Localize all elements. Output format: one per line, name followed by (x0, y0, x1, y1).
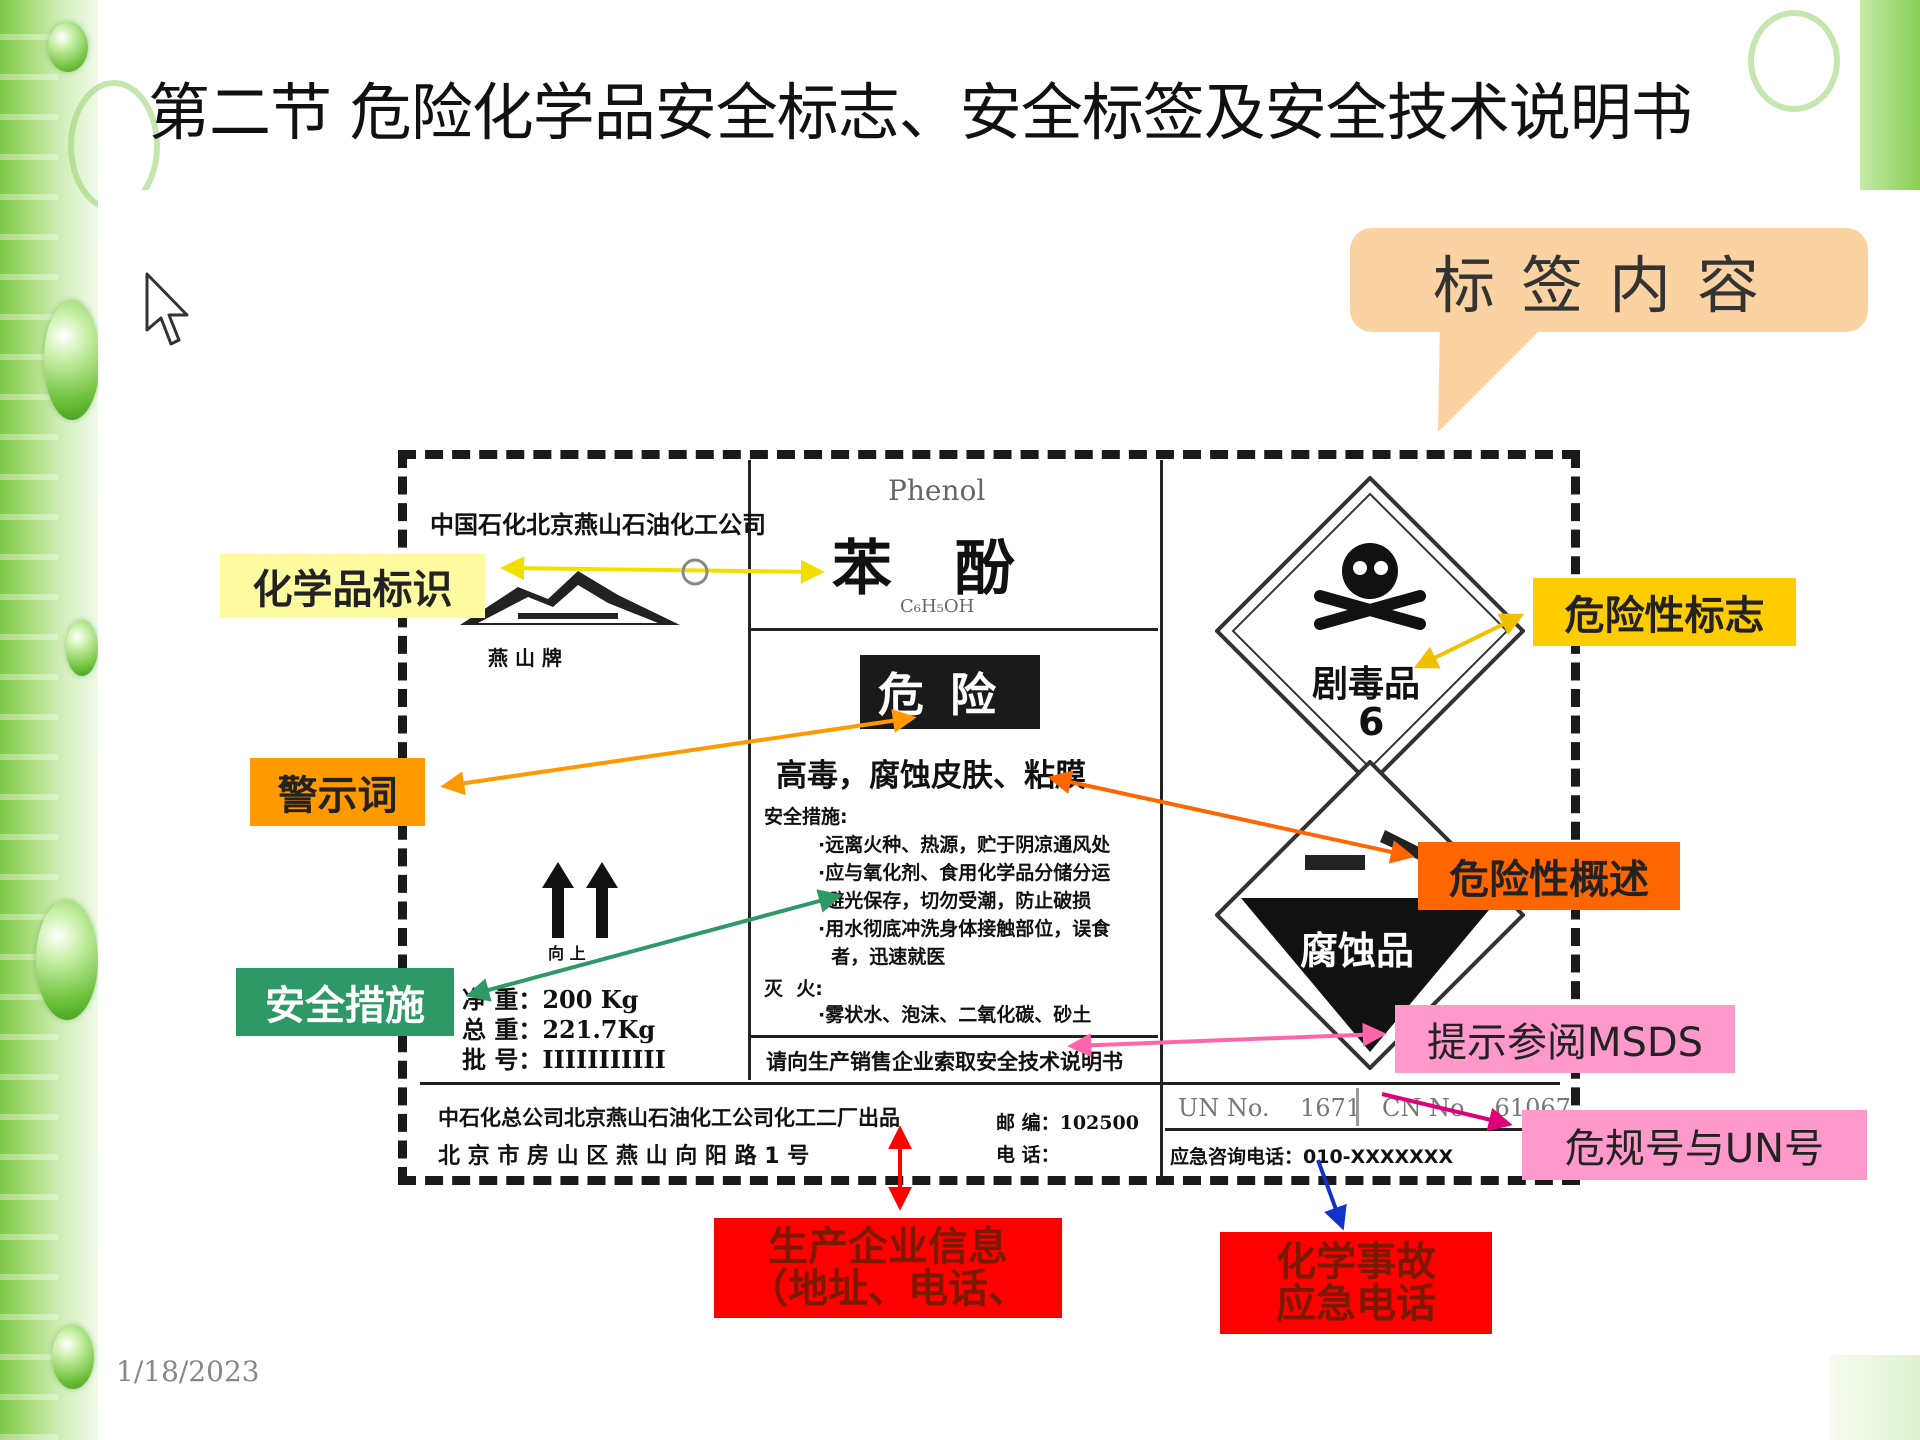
label-divider-un (1165, 1128, 1555, 1131)
slide-date: 1/18/2023 (116, 1355, 260, 1388)
arrow-hazard-symbol (1413, 613, 1525, 669)
label-divider-name (750, 628, 1158, 631)
decorative-bubble (52, 1325, 94, 1389)
toxic-class: 6 (1358, 700, 1385, 744)
un-number: UN No. 1671 (1178, 1094, 1362, 1122)
safety-line: ·避光保存，切勿受潮，防止破损 (818, 890, 1092, 912)
msds-note: 请向生产销售企业索取安全技术说明书 (766, 1050, 1123, 1074)
tag-producer-info: 生产企业信息 （地址、电话、 (714, 1218, 1062, 1318)
fire-line: ·雾状水、泡沫、二氧化碳、砂土 (818, 1004, 1092, 1026)
producer-phone: 电 话： (996, 1144, 1060, 1166)
company-name: 中国石化北京燕山石油化工公司 (430, 511, 766, 539)
mountain-logo (460, 571, 680, 625)
emergency-phone: 应急咨询电话：010-XXXXXXX (1170, 1146, 1454, 1168)
label-divider-bottom (420, 1082, 1560, 1085)
safety-line: ·应与氧化剂、食用化学品分储分运 (818, 862, 1111, 884)
tag-chemical-identifier: 化学品标识 (220, 554, 485, 618)
producer-line-1: 中石化总公司北京燕山石油化工公司化工二厂出品 (438, 1106, 900, 1130)
tag-emergency-phone: 化学事故 应急电话 (1220, 1232, 1492, 1334)
safety-line: ·远离火种、热源，贮于阴凉通风处 (818, 834, 1111, 856)
left-decorative-band (0, 0, 98, 1440)
brand-name: 燕 山 牌 (488, 646, 562, 670)
corrosive-label: 腐蚀品 (1300, 929, 1415, 973)
decorative-bubble (44, 300, 100, 420)
tag-hazard-overview: 危险性概述 (1418, 842, 1680, 910)
safety-heading: 安全措施: (764, 806, 848, 828)
decorative-bubble (66, 620, 98, 676)
safety-line: ·用水彻底冲洗身体接触部位，误食 (818, 918, 1111, 940)
toxic-hazard-diamond (1215, 476, 1525, 786)
right-bottom-decoration (1830, 1355, 1920, 1440)
batch-number: 批 号：IIIIIIIIIII (462, 1045, 666, 1074)
tag-msds-reference: 提示参阅MSDS (1395, 1005, 1735, 1073)
skull-icon (1342, 543, 1398, 599)
arrow-signal-word (440, 708, 917, 796)
producer-line-2: 北 京 市 房 山 区 燕 山 向 阳 路 1 号 (438, 1144, 810, 1169)
tag-signal-word: 警示词 (250, 758, 425, 826)
mouse-cursor-icon (145, 272, 189, 346)
right-decorative-band (1860, 0, 1920, 190)
tag-producer-info-line2: （地址、电话、 (748, 1266, 1028, 1312)
tag-emergency-line1: 化学事故 (1276, 1239, 1436, 1285)
gross-weight: 总 重：221.7Kg (462, 1015, 656, 1044)
arrow-safety-measures (465, 889, 843, 1002)
un-divider (1356, 1088, 1359, 1126)
tag-safety-measures: 安全措施 (236, 968, 454, 1036)
label-divider-msds (750, 1035, 1158, 1038)
callout-label-content: 标签内容 (1350, 228, 1868, 332)
decorative-ring (1748, 10, 1840, 112)
chemical-name-en: Phenol (888, 474, 986, 507)
postcode: 邮 编：102500 (996, 1112, 1139, 1134)
arrow-msds-reference (1067, 1022, 1387, 1058)
chemical-formula: C₆H₅OH (900, 596, 975, 617)
arrow-emergency-phone (1316, 1159, 1347, 1231)
left-decorative-stripes (0, 0, 58, 1440)
arrow-danger-un (1381, 1092, 1513, 1132)
callout-pointer (1438, 320, 1550, 432)
chemical-name-cn: 苯 酚 (832, 534, 1015, 604)
arrow-hazard-overview (1047, 770, 1415, 864)
tag-producer-info-line1: 生产企业信息 (768, 1224, 1008, 1270)
slide-title: 第二节 危险化学品安全标志、安全标签及安全技术说明书 (148, 76, 1693, 149)
toxic-label: 剧毒品 (1312, 664, 1421, 705)
tag-emergency-line2: 应急电话 (1276, 1281, 1436, 1327)
tag-danger-un-number: 危规号与UN号 (1522, 1110, 1867, 1180)
tag-hazard-symbol: 危险性标志 (1533, 578, 1796, 646)
decorative-bubble (36, 900, 98, 1020)
safety-line: 者，迅速就医 (818, 946, 946, 968)
decorative-bubble (48, 22, 88, 72)
arrow-chemical-id (500, 556, 825, 584)
